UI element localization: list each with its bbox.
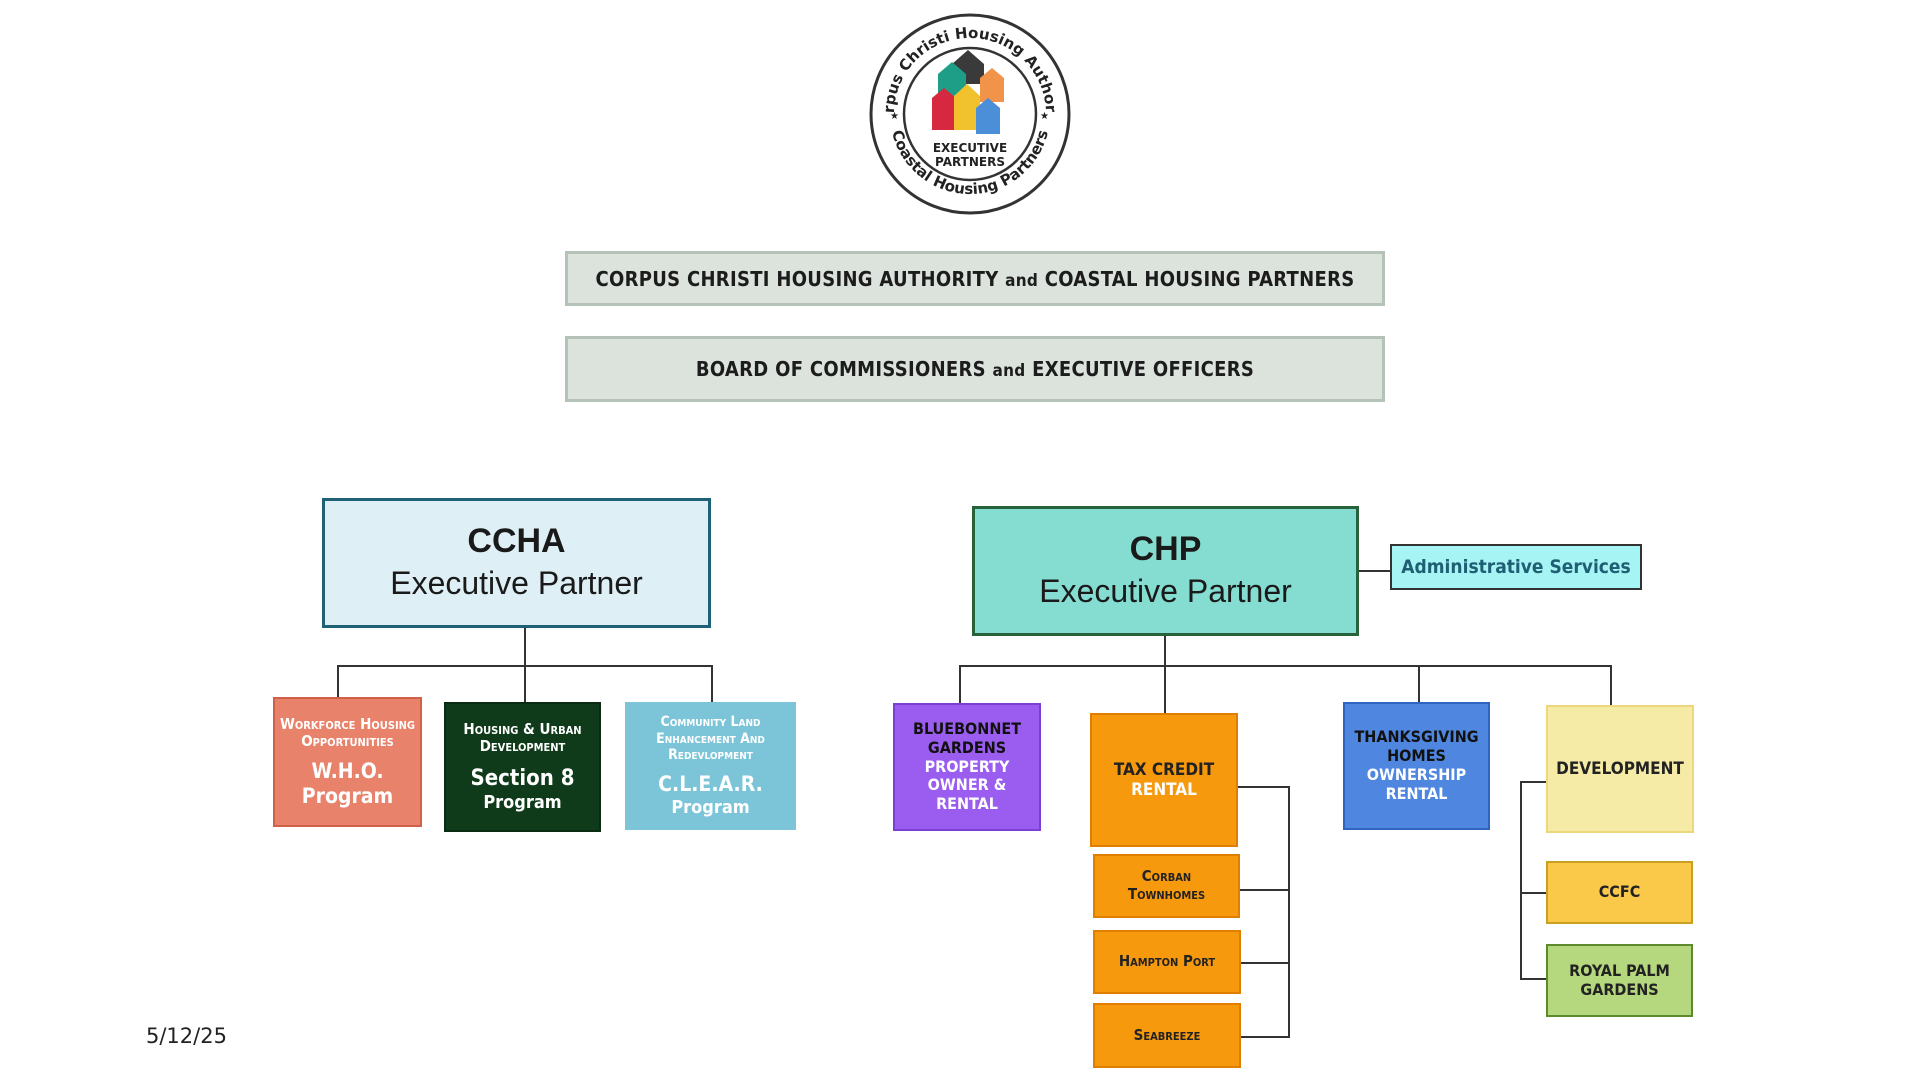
chp-connector	[1164, 636, 1166, 666]
tax-credit-bracket	[1241, 962, 1290, 964]
royal-palm-gardens-box: ROYAL PALM GARDENS	[1546, 944, 1693, 1017]
ccha-connector	[524, 665, 526, 705]
chp-connector	[1164, 665, 1166, 713]
tax-credit-bracket	[1241, 1036, 1290, 1038]
ccha-connector	[524, 628, 526, 666]
development-bracket	[1520, 781, 1546, 783]
admin-connector	[1359, 570, 1391, 572]
development-bracket	[1520, 781, 1522, 980]
development-bracket	[1520, 978, 1546, 980]
board-banner: BOARD OF COMMISSIONERS and EXECUTIVE OFF…	[565, 336, 1385, 402]
tax-credit-bracket	[1240, 889, 1290, 891]
chp-connector	[1610, 665, 1612, 705]
logo-center-line1: EXECUTIVE	[933, 141, 1007, 155]
logo-graphic: Corpus Christi Housing Authority Coastal…	[862, 0, 1071, 215]
chp-connector	[959, 665, 1612, 667]
administrative-services-box: Administrative Services	[1390, 544, 1642, 590]
chp-title: CHP	[1129, 530, 1202, 568]
chp-executive-box: CHP Executive Partner	[972, 506, 1359, 636]
hampton-port-box: Hampton Port	[1093, 930, 1241, 994]
section8-program-box: Housing & Urban Development Section 8 Pr…	[444, 702, 601, 832]
logo-center-line2: PARTNERS	[935, 155, 1005, 169]
svg-text:★: ★	[1040, 111, 1049, 122]
ccha-connector	[337, 665, 339, 697]
tax-credit-bracket	[1288, 786, 1290, 1038]
development-bracket	[1520, 892, 1546, 894]
logo-seal: Corpus Christi Housing Authority Coastal…	[862, 0, 1072, 216]
ccfc-box: CCFC	[1546, 861, 1693, 924]
who-program-box: Workforce Housing Opportunities W.H.O. P…	[273, 697, 422, 827]
chp-connector	[959, 665, 961, 703]
svg-text:★: ★	[890, 111, 899, 122]
bluebonnet-gardens-box: BLUEBONNET GARDENS PROPERTY OWNER & RENT…	[893, 703, 1041, 831]
tax-credit-bracket	[1238, 786, 1290, 788]
ccha-subtitle: Executive Partner	[390, 564, 643, 601]
corban-townhomes-box: Corban Townhomes	[1093, 854, 1240, 918]
thanksgiving-homes-box: THANKSGIVING HOMES OWNERSHIP RENTAL	[1343, 702, 1490, 830]
ccha-title: CCHA	[467, 522, 566, 560]
date-label: 5/12/25	[146, 1024, 227, 1048]
clear-program-box: Community Land Enhancement And Redevlopm…	[625, 702, 796, 830]
tax-credit-rental-box: TAX CREDIT RENTAL	[1090, 713, 1238, 847]
chp-subtitle: Executive Partner	[1039, 572, 1292, 609]
ccha-executive-box: CCHA Executive Partner	[322, 498, 711, 628]
development-box: DEVELOPMENT	[1546, 705, 1694, 833]
chp-connector	[1418, 665, 1420, 702]
organization-title-banner: CORPUS CHRISTI HOUSING AUTHORITY and COA…	[565, 251, 1385, 306]
ccha-connector	[711, 665, 713, 703]
houses-icon	[932, 50, 1004, 134]
seabreeze-box: Seabreeze	[1093, 1003, 1241, 1068]
